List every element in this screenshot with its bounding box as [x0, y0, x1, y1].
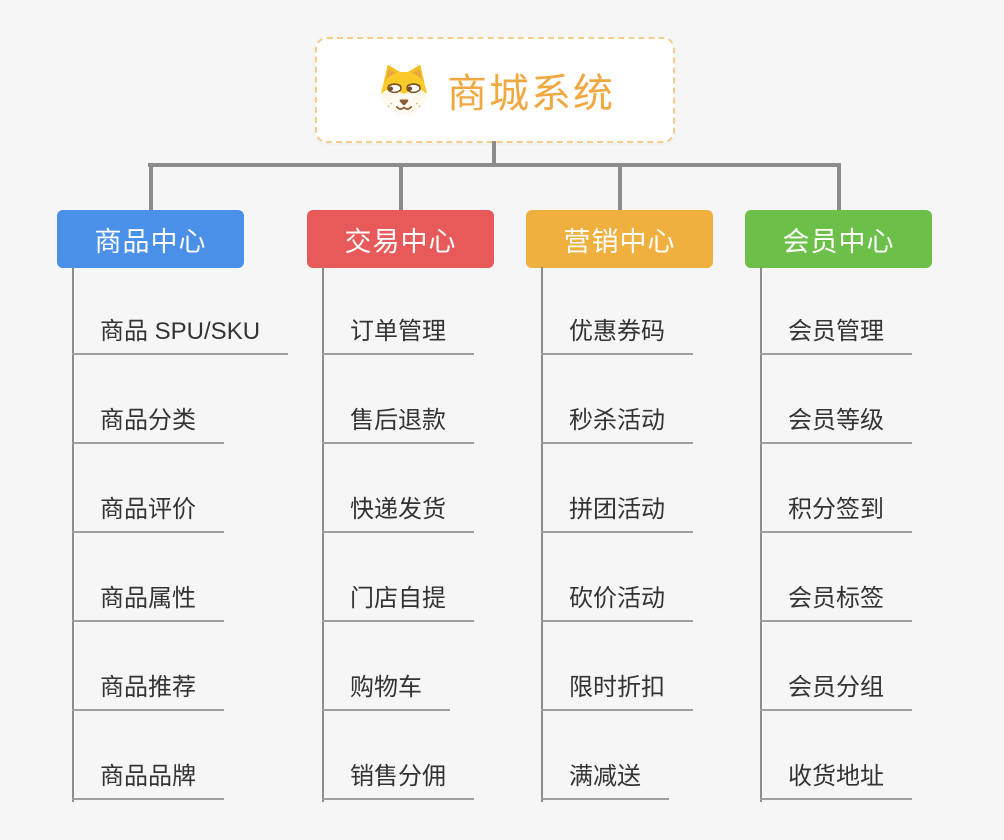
child-node[interactable]: 会员标签: [760, 582, 912, 622]
connector-spine-line: [541, 267, 543, 802]
child-node[interactable]: 砍价活动: [541, 582, 693, 622]
child-node[interactable]: 会员等级: [760, 404, 912, 444]
connector-spine-line: [322, 267, 324, 802]
branch-node[interactable]: 商品中心: [57, 210, 244, 268]
child-node[interactable]: 拼团活动: [541, 493, 693, 533]
child-node[interactable]: 售后退款: [322, 404, 474, 444]
connector-drop-line: [148, 163, 153, 211]
child-node[interactable]: 会员分组: [760, 671, 912, 711]
branch-node[interactable]: 营销中心: [526, 210, 713, 268]
connector-drop-line: [398, 163, 403, 211]
shiba-dog-icon: [381, 64, 427, 116]
child-node[interactable]: 会员管理: [760, 315, 912, 355]
child-node[interactable]: 满减送: [541, 760, 669, 800]
connector-spine-line: [760, 267, 762, 802]
child-node[interactable]: 商品品牌: [72, 760, 224, 800]
root-node[interactable]: 商城系统: [315, 37, 675, 143]
child-node[interactable]: 限时折扣: [541, 671, 693, 711]
child-node[interactable]: 商品推荐: [72, 671, 224, 711]
child-node[interactable]: 销售分佣: [322, 760, 474, 800]
connector-drop-line: [836, 163, 841, 211]
child-node[interactable]: 收货地址: [760, 760, 912, 800]
connector-horizontal-rail: [148, 163, 840, 167]
child-node[interactable]: 积分签到: [760, 493, 912, 533]
connector-drop-line: [617, 163, 622, 211]
child-node[interactable]: 秒杀活动: [541, 404, 693, 444]
connector-spine-line: [72, 267, 74, 802]
child-node[interactable]: 商品属性: [72, 582, 224, 622]
child-node[interactable]: 订单管理: [322, 315, 474, 355]
root-title: 商城系统: [447, 72, 615, 116]
child-node[interactable]: 优惠券码: [541, 315, 693, 355]
branch-node[interactable]: 交易中心: [307, 210, 494, 268]
child-node[interactable]: 商品分类: [72, 404, 224, 444]
connector-root-stub: [492, 141, 496, 165]
child-node[interactable]: 门店自提: [322, 582, 474, 622]
branch-node[interactable]: 会员中心: [745, 210, 932, 268]
child-node[interactable]: 购物车: [322, 671, 450, 711]
child-node[interactable]: 商品 SPU/SKU: [72, 315, 289, 355]
child-node[interactable]: 商品评价: [72, 493, 224, 533]
child-node[interactable]: 快递发货: [322, 493, 474, 533]
